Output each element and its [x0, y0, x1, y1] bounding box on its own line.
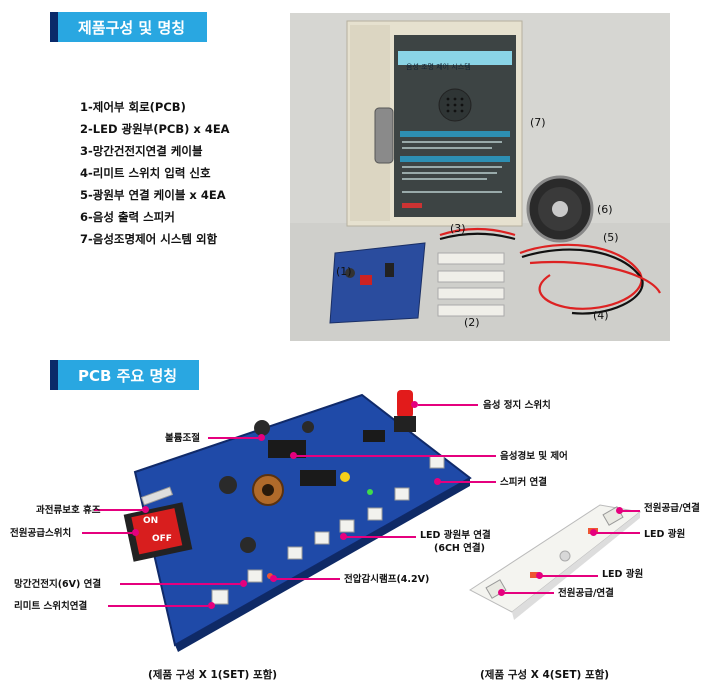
callout-line — [440, 481, 496, 483]
callout-line — [276, 578, 340, 580]
marker-5: (5) — [603, 231, 619, 244]
box-title: 음성·조명 제어 시스템 — [406, 63, 471, 71]
callout-led-source-top: LED 광원 — [644, 529, 686, 540]
callout-dot — [142, 506, 149, 513]
list-item: 3-망간건전지연결 케이블 — [80, 144, 203, 158]
list-item: 6-음성 출력 스피커 — [80, 210, 175, 224]
led-strip-board — [469, 504, 642, 620]
callout-line — [208, 437, 258, 439]
section-title: PCB 주요 명칭 — [58, 360, 200, 390]
callout-overcurrent-fuse: 과전류보호 휴즈 — [36, 505, 101, 516]
product-photo: 음성·조명 제어 시스템 (7) (6) (5) (3) (1) (2) (4) — [290, 13, 670, 341]
list-item: 4-리미트 스위치 입력 신호 — [80, 166, 211, 180]
callout-led-connection: LED 광원부 연결 — [420, 530, 491, 541]
led-strips — [437, 252, 505, 317]
callout-led-connection-sub: (6CH 연결) — [434, 543, 486, 554]
callout-dot — [340, 533, 347, 540]
marker-4: (4) — [593, 309, 609, 322]
callout-dot — [590, 529, 597, 536]
component-list: 1-제어부 회로(PCB) 2-LED 광원부(PCB) x 4EA 3-망간건… — [80, 96, 230, 250]
callout-limit-switch: 리미트 스위치연결 — [14, 601, 88, 612]
list-item: 5-광원부 연결 케이블 x 4EA — [80, 188, 226, 202]
callout-dot — [270, 575, 277, 582]
enclosure-box — [346, 20, 523, 227]
callout-volume: 볼륨조절 — [165, 433, 200, 444]
callout-line — [418, 404, 478, 406]
list-item: 7-음성조명제어 시스템 외함 — [80, 232, 218, 246]
speaker — [526, 175, 594, 243]
callout-line — [596, 532, 640, 534]
callout-speaker-connection: 스피커 연결 — [500, 477, 548, 488]
callout-dot — [208, 602, 215, 609]
callout-line — [542, 575, 598, 577]
callout-dot — [616, 507, 623, 514]
switch-off-label: OFF — [152, 534, 172, 544]
marker-1: (1) — [336, 265, 352, 278]
callout-power-switch: 전원공급스위치 — [10, 528, 72, 539]
cables — [439, 227, 661, 315]
power-switch-body — [123, 502, 193, 562]
callout-line — [622, 510, 640, 512]
callout-line — [108, 605, 208, 607]
callout-dot — [536, 572, 543, 579]
callout-dot — [258, 434, 265, 441]
header-accent-bar — [50, 360, 58, 390]
small-pcb — [329, 242, 426, 324]
callout-dot — [290, 452, 297, 459]
callout-stop-switch: 음성 정지 스위치 — [483, 400, 551, 411]
callout-led-power-bottom: 전원공급/연결 — [558, 588, 614, 599]
section-title: 제품구성 및 명칭 — [58, 12, 208, 42]
section-header-pcb: PCB 주요 명칭 — [50, 360, 200, 390]
callout-line — [120, 583, 240, 585]
callout-line — [504, 592, 554, 594]
caption-pcb: (제품 구성 X 1(SET) 포함) — [148, 669, 278, 681]
stop-switch — [397, 390, 413, 418]
callout-led-power-top: 전원공급/연결 — [644, 503, 700, 514]
marker-6: (6) — [597, 203, 613, 216]
list-item: 2-LED 광원부(PCB) x 4EA — [80, 122, 230, 136]
callout-dot — [132, 529, 139, 536]
caption-led: (제품 구성 X 4(SET) 포함) — [480, 669, 610, 681]
callout-dot — [434, 478, 441, 485]
switch-on-label: ON — [143, 516, 159, 526]
section-header-components: 제품구성 및 명칭 — [50, 12, 208, 42]
callout-voltage-lamp: 전압감시램프(4.2V) — [344, 574, 430, 585]
marker-7: (7) — [530, 116, 546, 129]
callout-dot — [498, 589, 505, 596]
callout-line — [296, 455, 496, 457]
header-accent-bar — [50, 12, 58, 42]
list-item: 1-제어부 회로(PCB) — [80, 100, 186, 114]
callout-dot — [240, 580, 247, 587]
callout-line — [94, 509, 142, 511]
callout-led-source-mid: LED 광원 — [602, 569, 644, 580]
callout-battery-connection: 망간건전지(6V) 연결 — [14, 579, 102, 590]
product-illustration — [290, 20, 670, 341]
callout-voice-control: 음성경보 및 제어 — [500, 451, 568, 462]
callout-dot — [411, 401, 418, 408]
marker-3: (3) — [450, 222, 466, 235]
callout-line — [346, 536, 416, 538]
marker-2: (2) — [464, 316, 480, 329]
callout-line — [82, 532, 132, 534]
